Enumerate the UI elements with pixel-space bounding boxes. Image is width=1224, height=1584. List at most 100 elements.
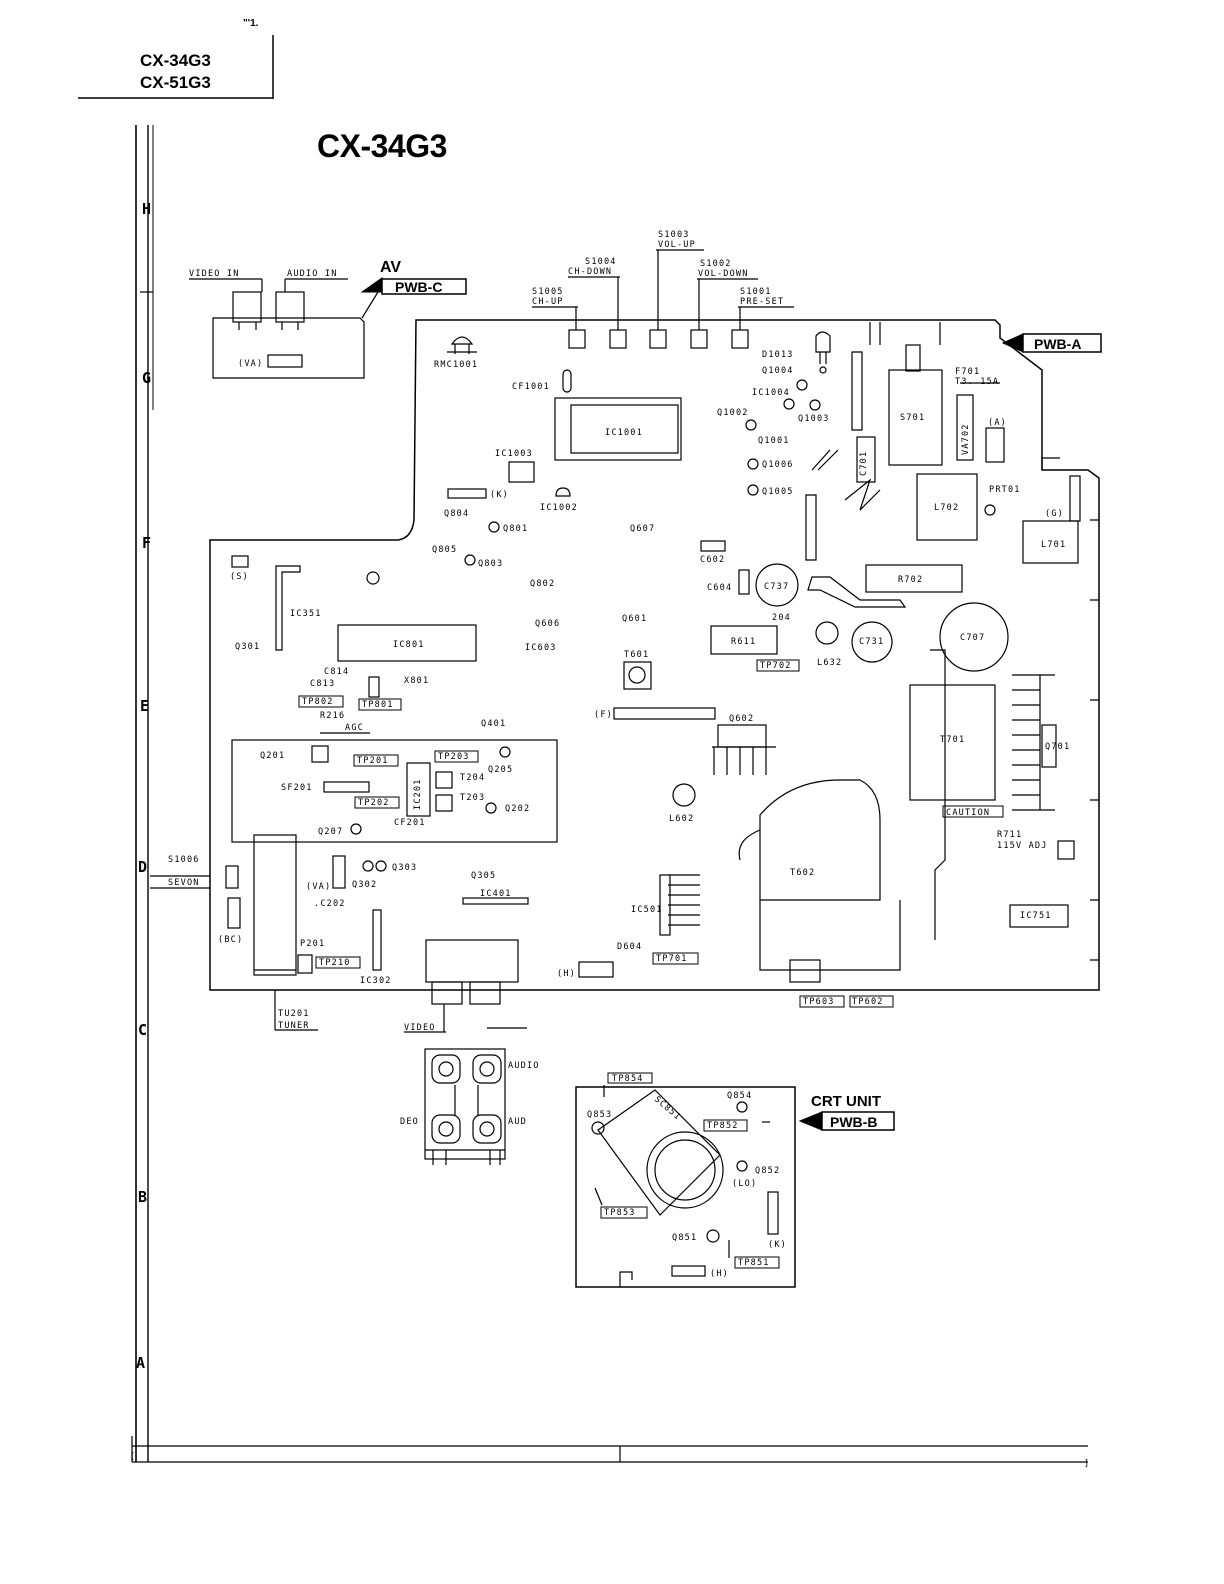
grid-row-letter: H xyxy=(142,200,151,218)
component-label: P201 xyxy=(300,939,325,949)
component-label: IC501 xyxy=(631,905,663,915)
component-label: Q201 xyxy=(260,751,285,761)
component-label: PRT01 xyxy=(989,485,1021,495)
component-label: TP854 xyxy=(612,1074,644,1084)
component-label: IC801 xyxy=(393,640,425,650)
component-label: IC1001 xyxy=(605,428,643,438)
component-label: C602 xyxy=(700,555,725,565)
component-label: IC302 xyxy=(360,976,392,986)
av-board-name: AV xyxy=(380,259,401,276)
component-label: L602 xyxy=(669,814,694,824)
component-label: D1013 xyxy=(762,350,794,360)
grid-row-letter: A xyxy=(136,1354,145,1372)
component-label: X801 xyxy=(404,676,429,686)
av-board-pwb: PWB-C xyxy=(395,279,442,295)
component-label: Q401 xyxy=(481,719,506,729)
component-label: Q1002 xyxy=(717,408,749,418)
component-label: Q205 xyxy=(488,765,513,775)
component-label: C814 xyxy=(324,667,349,677)
switch-ref: S1001 xyxy=(740,287,772,297)
component-label: (VA) xyxy=(306,882,331,892)
component-label: Q607 xyxy=(630,524,655,534)
component-label: R611 xyxy=(731,637,756,647)
component-label: S701 xyxy=(900,413,925,423)
component-label: 115V ADJ xyxy=(997,841,1048,851)
component-label: R216 xyxy=(320,711,345,721)
component-label: (H) xyxy=(710,1269,729,1279)
component-label: T203 xyxy=(460,793,485,803)
component-label: SC851 xyxy=(652,1095,683,1123)
component-label: TP203 xyxy=(438,752,470,762)
component-label: TP853 xyxy=(604,1208,636,1218)
component-label: TP851 xyxy=(738,1258,770,1268)
component-label: IC1003 xyxy=(495,449,533,459)
component-label: SEVON xyxy=(168,878,200,888)
component-label: SF201 xyxy=(281,783,313,793)
component-label: (A) xyxy=(988,418,1007,428)
component-label: IC1004 xyxy=(752,388,790,398)
component-label: (S) xyxy=(230,572,249,582)
component-label: Q804 xyxy=(444,509,469,519)
footer-bracket: ] xyxy=(1084,1459,1090,1469)
component-label: TP202 xyxy=(358,798,390,808)
component-label: Q805 xyxy=(432,545,457,555)
component-label: Q202 xyxy=(505,804,530,814)
component-label: CF201 xyxy=(394,818,426,828)
component-label: TP201 xyxy=(357,756,389,766)
model-number: CX-51G3 xyxy=(140,73,211,92)
component-label: Q207 xyxy=(318,827,343,837)
component-label: R702 xyxy=(898,575,923,585)
component-label: AUDIO xyxy=(508,1061,540,1071)
component-label: Q602 xyxy=(729,714,754,724)
component-label: AGC xyxy=(345,723,364,733)
component-label: T204 xyxy=(460,773,485,783)
component-label: S1006 xyxy=(168,855,200,865)
switch-function: CH-DOWN xyxy=(568,267,612,277)
component-label: Q852 xyxy=(755,1166,780,1176)
component-label: Q854 xyxy=(727,1091,752,1101)
component-label: VIDEO xyxy=(404,1023,436,1033)
model-number: CX-34G3 xyxy=(140,51,211,70)
component-label: (F) xyxy=(594,710,613,720)
component-label: (G) xyxy=(1045,509,1064,519)
crt-board-pwb: PWB-B xyxy=(830,1114,877,1130)
crt-board-name: CRT UNIT xyxy=(811,1093,881,1110)
component-label: T701 xyxy=(940,735,965,745)
component-label: IC1002 xyxy=(540,503,578,513)
switch-ref: S1003 xyxy=(658,230,690,240)
component-label: DEO xyxy=(400,1117,419,1127)
component-label: (VA) xyxy=(238,359,263,369)
grid-row-letter: C xyxy=(138,1021,147,1039)
component-label: Q802 xyxy=(530,579,555,589)
component-label: (K) xyxy=(490,490,509,500)
component-label: Q1001 xyxy=(758,436,790,446)
component-label: .C202 xyxy=(314,899,346,909)
component-label: Q303 xyxy=(392,863,417,873)
component-label: Q1005 xyxy=(762,487,794,497)
grid-row-letter: E xyxy=(140,697,149,715)
component-label: TP603 xyxy=(803,997,835,1007)
component-label: Q601 xyxy=(622,614,647,624)
component-label: TP602 xyxy=(852,997,884,1007)
component-label: Q606 xyxy=(535,619,560,629)
diagram-title: CX-34G3 xyxy=(317,128,447,164)
component-label: (LO) xyxy=(732,1179,757,1189)
component-label: Q305 xyxy=(471,871,496,881)
switch-ref: S1002 xyxy=(700,259,732,269)
component-label: TP210 xyxy=(319,958,351,968)
component-label: Q1003 xyxy=(798,414,830,424)
component-label: T601 xyxy=(624,650,649,660)
component-label: Q301 xyxy=(235,642,260,652)
component-label: VIDEO IN xyxy=(189,269,240,279)
component-label: RMC1001 xyxy=(434,360,478,370)
component-label: Q1004 xyxy=(762,366,794,376)
component-label: Q851 xyxy=(672,1233,697,1243)
component-label: R711 xyxy=(997,830,1022,840)
component-label: C731 xyxy=(859,637,884,647)
component-label: (K) xyxy=(768,1240,787,1250)
component-label: Q853 xyxy=(587,1110,612,1120)
grid-row-letter: G xyxy=(142,369,151,387)
component-label: TP852 xyxy=(707,1121,739,1131)
switch-function: VOL-UP xyxy=(658,240,696,250)
switch-function: VOL-DOWN xyxy=(698,269,749,279)
